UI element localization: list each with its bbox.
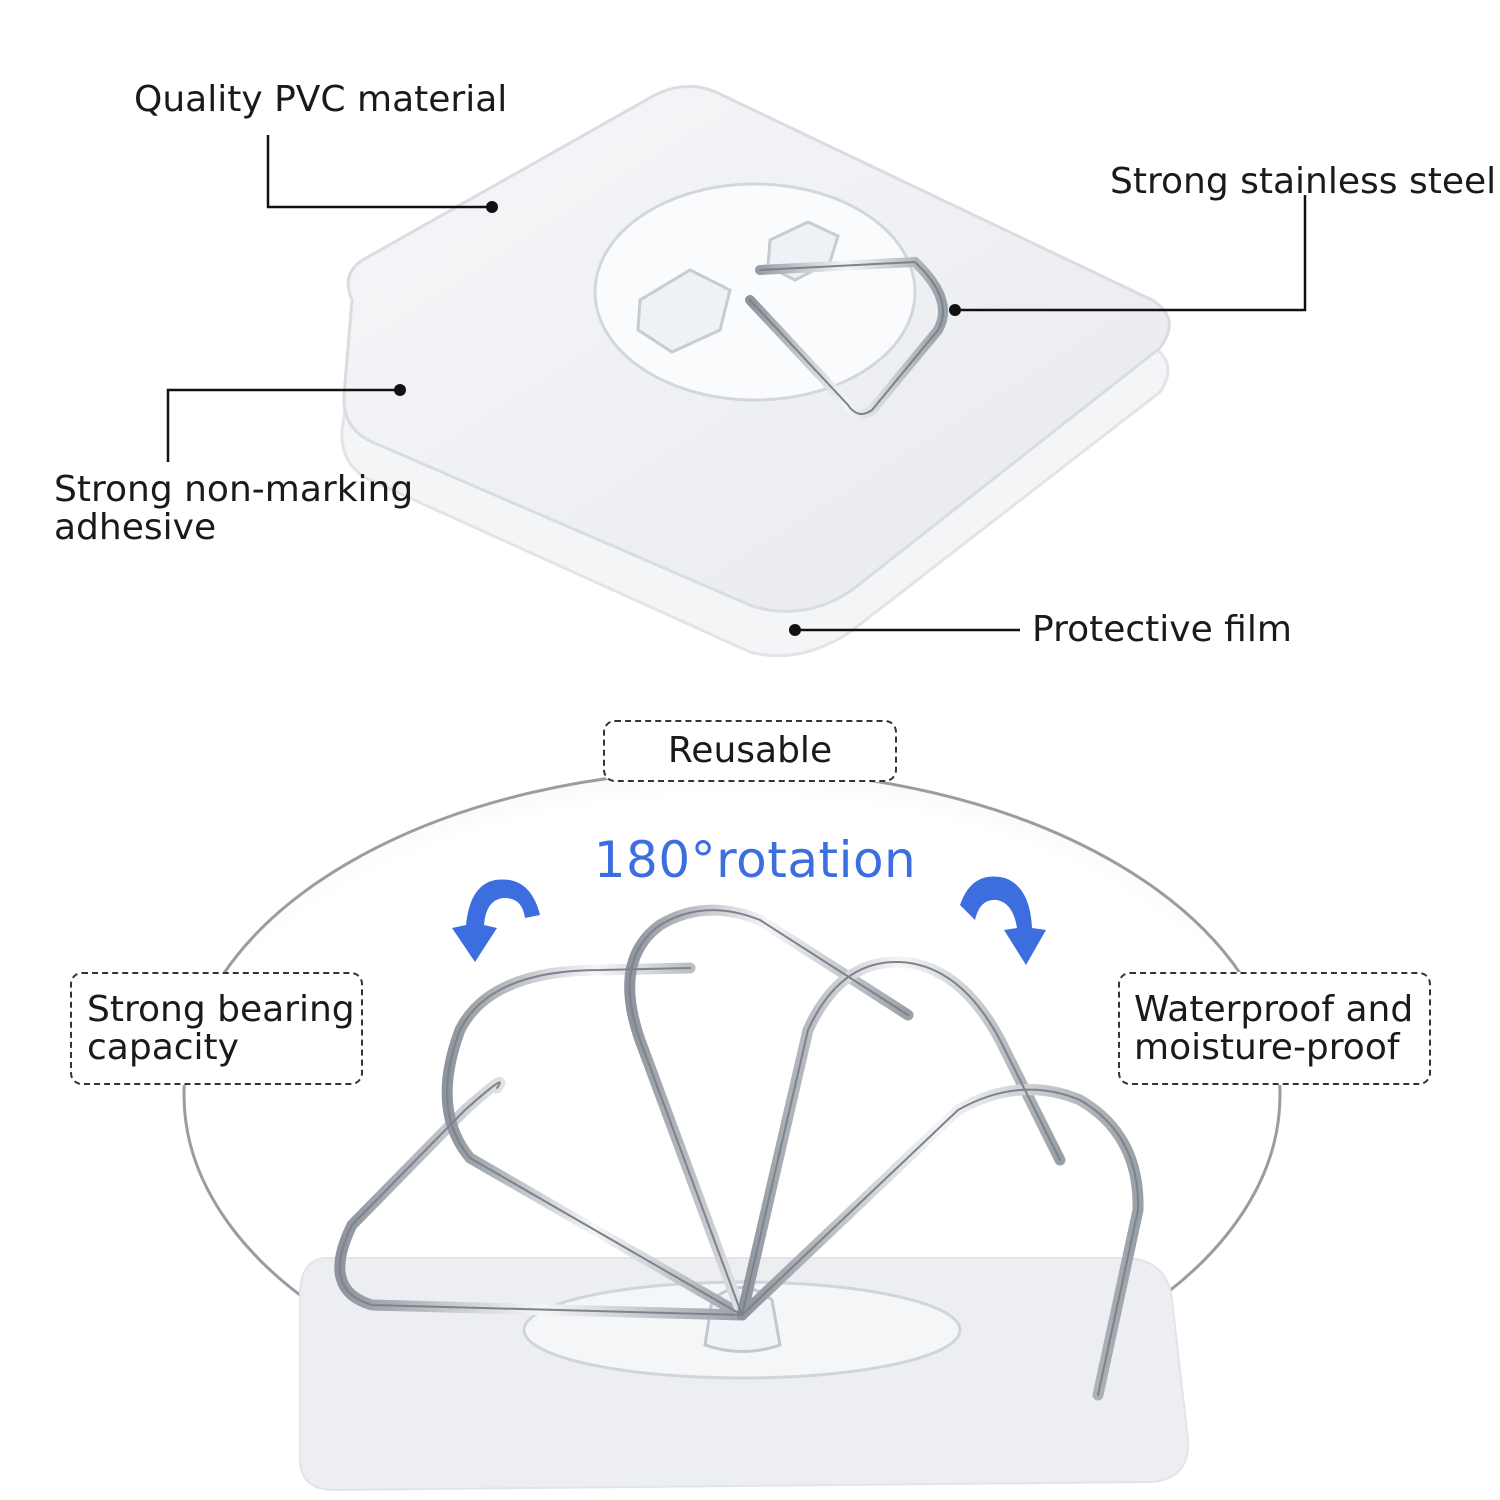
callout-adhesive-line2: adhesive <box>54 507 217 548</box>
bearing-capacity-badge: Strong bearing capacity <box>70 972 363 1085</box>
waterproof-line2: moisture-proof <box>1134 1026 1400 1068</box>
adhesive-pad-product <box>340 85 1171 658</box>
callout-dot <box>789 624 801 636</box>
callout-dot <box>949 304 961 316</box>
callout-adhesive-line1: Strong non-marking <box>54 469 414 510</box>
callout-stainless-steel: Strong stainless steel <box>1110 161 1497 202</box>
callout-dot <box>486 201 498 213</box>
bearing-line2: capacity <box>87 1026 239 1068</box>
leader-line-steel <box>955 195 1307 312</box>
callout-pvc-material: Quality PVC material <box>134 79 508 120</box>
rotate-left-arrow-icon <box>452 879 540 962</box>
bearing-line1: Strong bearing <box>87 988 355 1030</box>
rotate-right-arrow-icon <box>960 876 1046 965</box>
rotation-label: 180°rotation <box>593 831 917 889</box>
leader-line-pvc <box>266 135 492 209</box>
callout-leader-lines <box>166 135 1307 632</box>
rotating-hooks <box>334 904 1144 1401</box>
leader-line-adhesive <box>166 388 400 462</box>
callout-protective-film: Protective film <box>1032 609 1292 650</box>
waterproof-badge: Waterproof and moisture-proof <box>1118 972 1431 1085</box>
reusable-label: Reusable <box>667 730 833 771</box>
waterproof-line1: Waterproof and <box>1134 988 1414 1030</box>
hook-clip <box>636 268 732 354</box>
reusable-badge: Reusable <box>603 720 897 782</box>
callout-dot <box>394 384 406 396</box>
hook-base-disc <box>593 182 917 402</box>
